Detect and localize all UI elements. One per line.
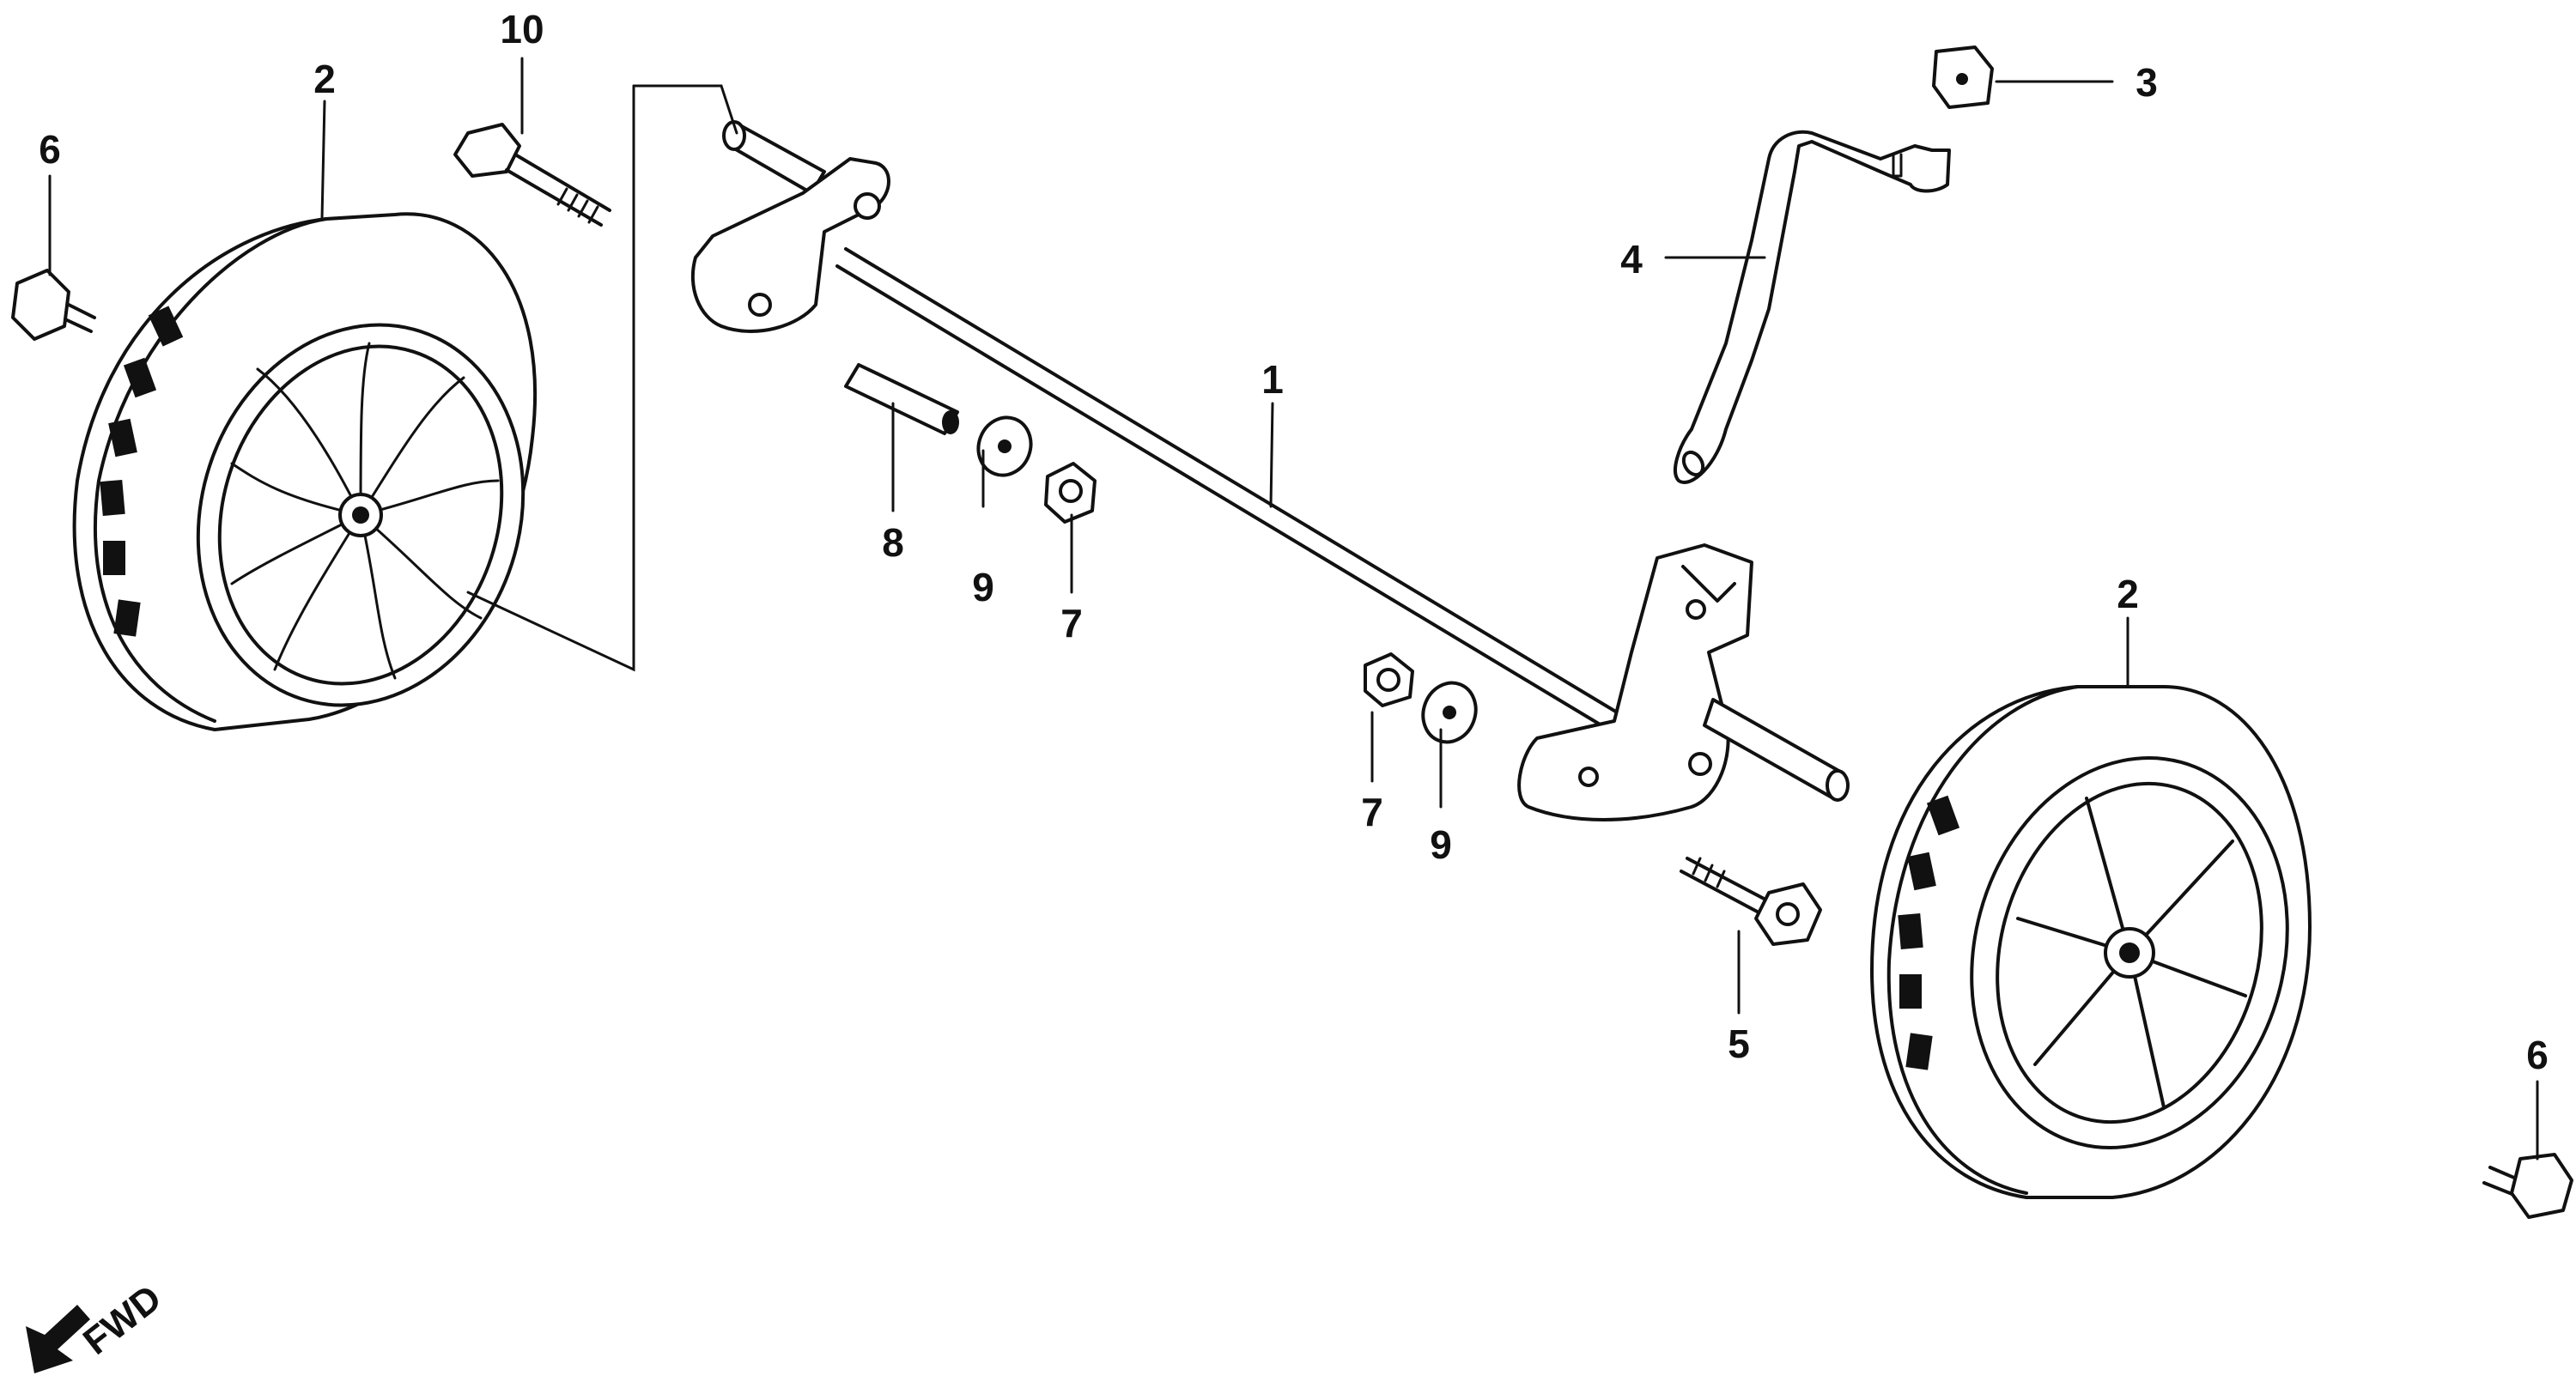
- axle-assembly: [690, 120, 1850, 821]
- clip: [1932, 45, 1994, 109]
- height-lever: [1674, 130, 1951, 484]
- right-washer: [1421, 681, 1478, 744]
- left-nut: [1044, 462, 1097, 524]
- callout-bolt-right: 5: [1728, 1021, 1750, 1066]
- callout-washer-left: 9: [972, 565, 994, 609]
- callout-axle: 1: [1261, 357, 1284, 402]
- callout-nut-right: 7: [1361, 790, 1383, 834]
- right-wheel: [1870, 685, 2312, 1199]
- callout-nut-left: 7: [1060, 601, 1083, 646]
- leader-lines: [48, 57, 2539, 1161]
- left-washer: [976, 415, 1033, 477]
- callout-washer-right: 9: [1430, 822, 1452, 867]
- fwd-arrow: FWD: [26, 1277, 169, 1373]
- long-bolt: [453, 123, 611, 227]
- right-nut: [1364, 652, 1414, 707]
- pin: [844, 363, 959, 435]
- left-flange-bolt: [11, 269, 96, 341]
- callout-pin: 8: [882, 520, 904, 565]
- callout-wheel-left: 2: [313, 57, 336, 101]
- callout-bolt-right-bottom: 6: [2526, 1033, 2549, 1077]
- callout-lever: 4: [1620, 237, 1643, 282]
- fwd-label: FWD: [76, 1277, 169, 1363]
- callout-bolt-long: 10: [500, 7, 544, 52]
- right-bolt: [1680, 857, 1822, 946]
- right-flange-bolt: [2482, 1153, 2573, 1219]
- callout-clip: 3: [2136, 60, 2158, 105]
- callout-wheel-right: 2: [2117, 572, 2139, 616]
- left-wheel: [72, 212, 538, 731]
- callout-bolt-left-top: 6: [39, 127, 61, 172]
